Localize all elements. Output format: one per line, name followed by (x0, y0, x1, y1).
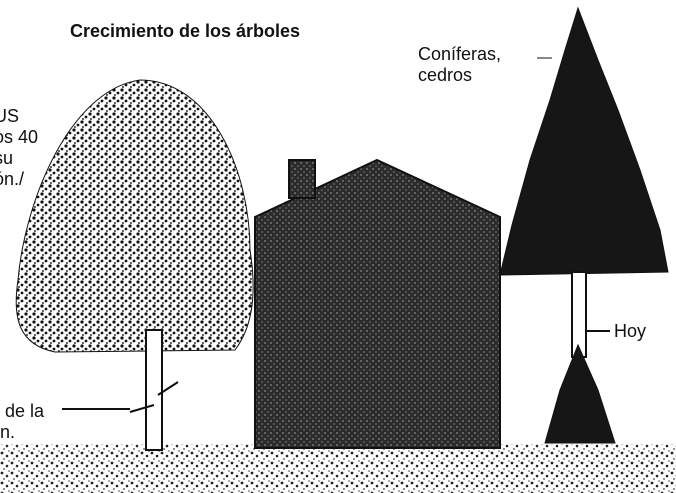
planting-label-line: o de la (0, 401, 45, 421)
left-tree-label-line: ón./ (0, 169, 25, 189)
conifer-crown (499, 6, 669, 276)
conifer-label-line: Coníferas, (418, 44, 502, 64)
left-tree-label: US os 40 su ón./ (0, 106, 38, 190)
deciduous-tree-branch (129, 381, 179, 413)
conifer-trunk (571, 271, 587, 358)
conifer-label: Coníferas, cedros (418, 44, 501, 86)
left-tree-label-line: su (0, 148, 14, 168)
chimney (288, 159, 316, 199)
planting-label: o de la on. (0, 401, 44, 443)
today-label: Hoy (614, 321, 647, 341)
planting-label-line: on. (0, 422, 16, 442)
deciduous-tree-trunk (145, 329, 163, 451)
conifer-label-line: cedros (418, 65, 473, 85)
left-tree-label-line: US (0, 106, 20, 126)
left-tree-label-line: os 40 (0, 127, 39, 147)
diagram-title: Crecimiento de los árboles (70, 21, 301, 41)
house (254, 158, 501, 449)
small-conifer (544, 343, 616, 444)
ground (0, 444, 676, 493)
deciduous-tree-crown (15, 79, 254, 353)
